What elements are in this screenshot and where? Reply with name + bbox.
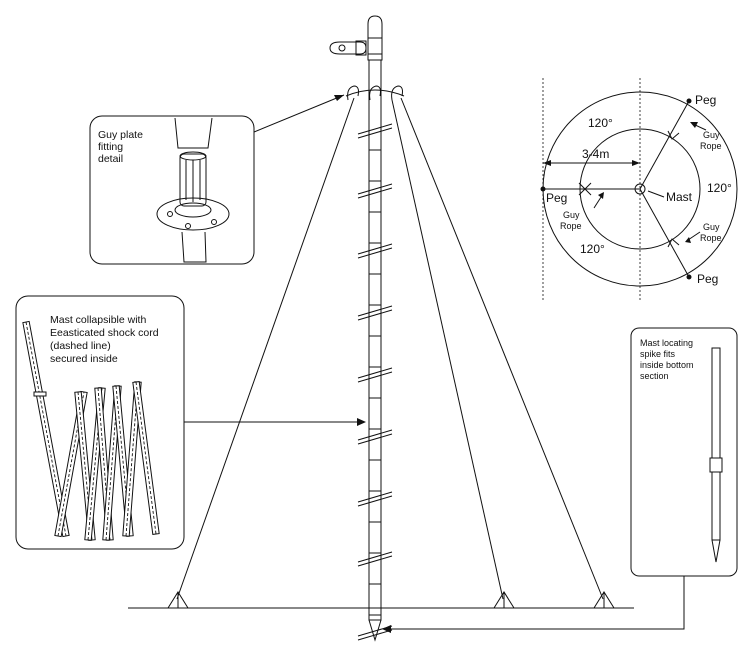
guy-layout-diagram: 120° 120° 120° 3-4m Mast Peg Peg Peg Guy… bbox=[540, 78, 738, 300]
rope-label-left-1: Guy bbox=[563, 210, 580, 220]
rope-label-top-2: Rope bbox=[700, 141, 722, 151]
spike-label-line-2: spike fits bbox=[640, 349, 676, 359]
distance-label: 3-4m bbox=[582, 147, 609, 161]
ground-pegs bbox=[167, 591, 615, 609]
rope-label-bottom-2: Rope bbox=[700, 233, 722, 243]
spike-label-line-1: Mast locating bbox=[640, 338, 693, 348]
guy-plate-label-line-3: detail bbox=[98, 153, 123, 165]
spike-detail-box: Mast locating spike fits inside bottom s… bbox=[630, 327, 738, 577]
angle-label-bottom: 120° bbox=[580, 242, 605, 256]
guy-plate-on-mast bbox=[345, 85, 405, 101]
mast-tick-marks bbox=[357, 123, 393, 641]
peg-label-bottom: Peg bbox=[697, 272, 718, 286]
collapsible-mast-box: Mast collapsible with Eeasticated shock … bbox=[15, 295, 185, 550]
rope-label-bottom-1: Guy bbox=[703, 222, 720, 232]
collapsible-label-line-4: secured inside bbox=[50, 353, 118, 365]
guy-plate-pointer bbox=[253, 94, 345, 133]
mast-center-label: Mast bbox=[666, 190, 693, 204]
peg-right bbox=[593, 591, 615, 609]
guy-ropes bbox=[176, 97, 604, 600]
rope-label-left-2: Rope bbox=[560, 221, 582, 231]
guy-plate-detail-box: Guy plate fitting detail bbox=[89, 115, 255, 265]
peg-left bbox=[167, 591, 189, 609]
collapsible-label-line-1: Mast collapsible with bbox=[50, 314, 146, 326]
spike-pointer bbox=[382, 576, 685, 633]
rope-label-top-1: Guy bbox=[703, 130, 720, 140]
top-clip bbox=[329, 40, 367, 56]
peg-middle bbox=[493, 591, 515, 609]
angle-label-right: 120° bbox=[707, 181, 732, 195]
guy-plate-label-line-1: Guy plate bbox=[98, 129, 143, 141]
collapsible-pointer bbox=[184, 418, 366, 426]
angle-label-top: 120° bbox=[588, 116, 613, 130]
peg-label-top: Peg bbox=[695, 93, 716, 107]
collapsible-label-line-2: Eeasticated shock cord bbox=[50, 327, 159, 339]
peg-label-left: Peg bbox=[546, 191, 567, 205]
spike-label-line-4: section bbox=[640, 371, 669, 381]
collapsible-label-line-3: (dashed line) bbox=[50, 340, 111, 352]
spike-label-line-3: inside bottom bbox=[640, 360, 694, 370]
guy-plate-label-line-2: fitting bbox=[98, 141, 123, 153]
mast bbox=[367, 15, 383, 642]
